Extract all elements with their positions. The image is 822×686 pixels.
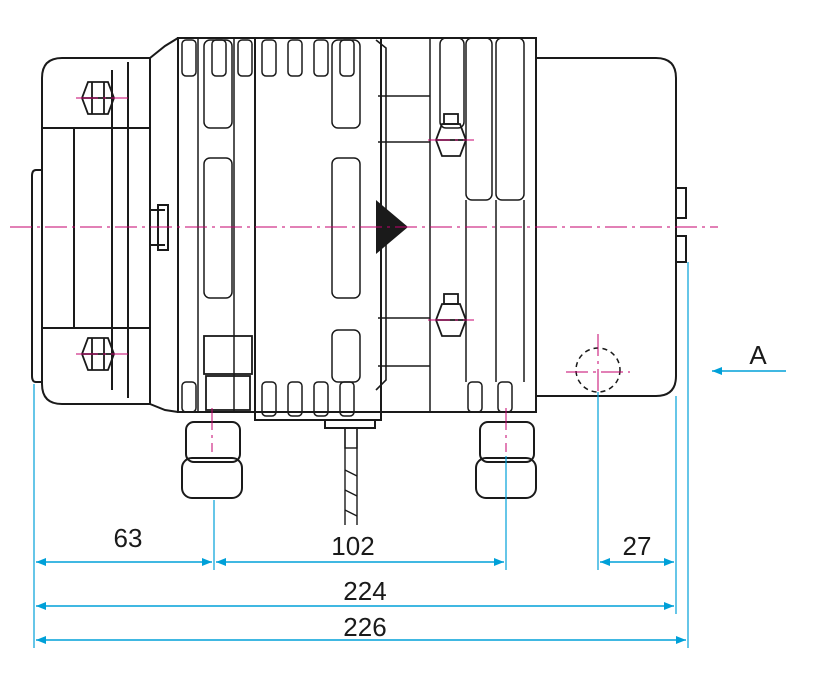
centerlines	[10, 97, 718, 452]
extension-lines	[33, 262, 689, 648]
dim-27-label: 27	[623, 531, 652, 561]
outlet-block	[203, 335, 253, 411]
cooling-fins	[181, 37, 525, 417]
finned-body	[149, 37, 537, 429]
dim-226-label: 226	[343, 612, 386, 642]
dimension-lines	[36, 367, 786, 644]
left-end-cap	[31, 57, 169, 405]
dim-224-label: 224	[343, 576, 386, 606]
view-a-label: A	[749, 340, 767, 370]
dim-102-label: 102	[331, 531, 374, 561]
hex-nut-mid-bottom	[435, 293, 467, 337]
power-cable	[344, 427, 358, 525]
direction-arrow-mark	[376, 200, 408, 254]
dim-63-label: 63	[114, 523, 143, 553]
left-foot	[181, 421, 243, 499]
